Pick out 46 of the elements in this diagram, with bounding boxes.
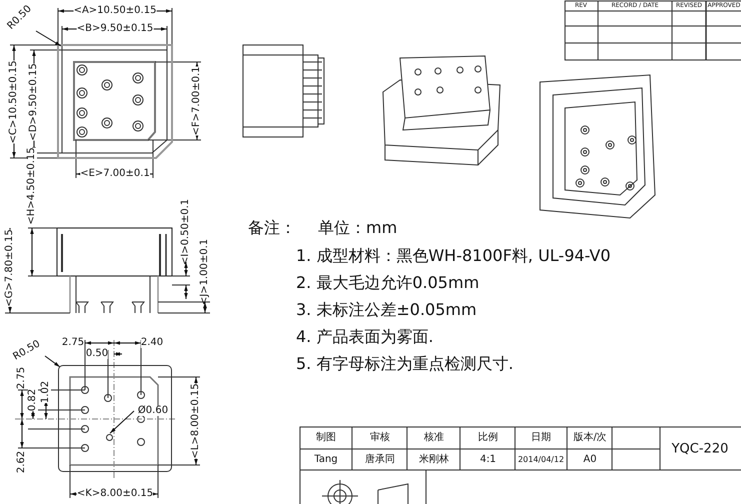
dimension-label: 0.50 — [86, 349, 108, 359]
table-text: 4:1 — [480, 455, 496, 465]
dimension-label: 2.75 — [62, 338, 84, 348]
table-text: A0 — [583, 455, 597, 465]
dimension-label: <B>9.50±0.15 — [76, 24, 154, 34]
dimension-label: <G>7.80±0.15 — [5, 229, 15, 307]
dimension-label: 2.40 — [140, 338, 164, 348]
pin-hole — [106, 434, 112, 440]
drawing-number: YQC-220 — [672, 442, 728, 456]
diameter-label: Ø0.60 — [138, 406, 168, 416]
dimension-label: <F>7.00±0.1 — [192, 66, 202, 136]
table-text: Tang — [314, 455, 338, 465]
table-text: 制图 — [316, 433, 336, 443]
dimension-label: <K>8.00±0.15 — [76, 489, 154, 499]
dimension-label: <L>8.00±0.15 — [191, 383, 201, 459]
dimension-label: <C>10.50±0.15 — [9, 60, 19, 144]
note-text: 3. 未标注公差±0.05mm — [296, 302, 477, 318]
note-text: 2. 最大毛边允许0.05mm — [296, 275, 480, 291]
note-heading: 备注： — [248, 220, 296, 236]
table-text: 2014/04/12 — [518, 456, 564, 464]
housing-outline — [58, 365, 172, 472]
table-text: 比例 — [478, 433, 498, 443]
leader-line — [36, 30, 62, 46]
table-text: 核准 — [424, 433, 444, 443]
unit-note: 单位：mm — [318, 220, 398, 236]
table-text: 米刚林 — [419, 455, 449, 465]
dimension-label: 0.82 — [28, 388, 38, 412]
housing-outline — [57, 44, 173, 159]
dimension-label: 2.75 — [17, 366, 27, 390]
dimension-label: <H>4.50±0.15 — [27, 147, 37, 225]
table-text: 审核 — [370, 433, 390, 443]
dimension-label: <I>0.50±0.1 — [181, 198, 191, 266]
dimension-label: 2.62 — [17, 450, 27, 474]
table-text: 唐承同 — [365, 455, 395, 465]
table-text: 日期 — [531, 433, 551, 443]
note-text: 5. 有字母标注为重点检测尺寸. — [296, 356, 514, 372]
dimension-label: <A>10.50±0.15 — [74, 6, 156, 16]
note-text: 1. 成型材料：黑色WH-8100F料, UL-94-V0 — [296, 248, 611, 264]
leader-line — [44, 356, 60, 368]
dimension-label: 1.02 — [41, 380, 51, 404]
table-text: 版本/次 — [573, 433, 607, 443]
note-text: 4. 产品表面为雾面. — [296, 329, 434, 345]
leader-line — [110, 410, 134, 434]
dimension-label: <J>1.00±0.1 — [200, 238, 210, 306]
dimension-label: <D>9.50±0.15 — [29, 63, 39, 141]
dimension-label: <E>7.00±0.1 — [80, 169, 150, 179]
